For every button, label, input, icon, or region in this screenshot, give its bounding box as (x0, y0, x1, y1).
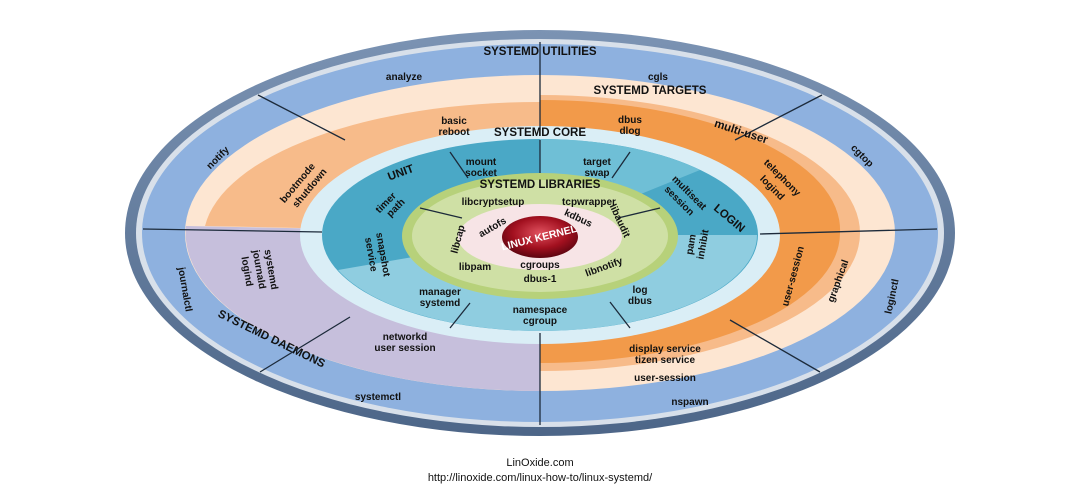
core-socket: socket (465, 168, 497, 179)
core-namespace: namespace (513, 305, 568, 316)
core-manager: manager (419, 287, 461, 298)
core-dbus: dbus (628, 296, 652, 307)
lib-tcpwrapper: tcpwrapper (562, 197, 616, 208)
lib-libcryptsetup: libcryptsetup (462, 197, 525, 208)
lib-libpam: libpam (459, 262, 491, 273)
core-swap: swap (584, 168, 609, 179)
daemon-user-session: user session (374, 343, 435, 354)
core-target: target (583, 157, 611, 168)
lib-cgroups: cgroups (520, 260, 560, 271)
core-inhibit: inhibit (696, 228, 712, 260)
daemon-networkd: networkd (383, 332, 427, 343)
util-analyze: analyze (386, 72, 423, 83)
footer-url: http://linoxide.com/linux-how-to/linux-s… (427, 472, 653, 484)
core-cgroup: cgroup (523, 316, 557, 327)
target-reboot: reboot (438, 127, 470, 138)
targets-title: SYSTEMD TARGETS (594, 85, 707, 97)
core-log: log (633, 285, 648, 296)
target-user-session-bottom: user-session (634, 373, 696, 384)
target-tizen-service: tizen service (635, 355, 695, 366)
target-basic: basic (441, 116, 467, 127)
util-nspawn: nspawn (671, 397, 708, 408)
core-title: SYSTEMD CORE (494, 127, 586, 139)
dividers (142, 42, 938, 425)
libraries-title: SYSTEMD LIBRARIES (480, 179, 601, 191)
lib-dbus1: dbus-1 (524, 274, 557, 285)
target-dlog: dlog (619, 126, 640, 137)
util-systemctl: systemctl (355, 392, 401, 403)
daemon-logind: logind (238, 256, 254, 287)
utilities-title: SYSTEMD UTILITIES (483, 46, 596, 58)
core-systemd: systemd (420, 298, 461, 309)
util-cgls: cgls (648, 72, 668, 83)
kernel-core (502, 216, 578, 258)
target-display-service: display service (629, 344, 701, 355)
target-dbus: dbus (618, 115, 642, 126)
core-pam: pam (684, 233, 698, 255)
footer-site: LinOxide.com (506, 457, 574, 469)
core-mount: mount (466, 157, 497, 168)
